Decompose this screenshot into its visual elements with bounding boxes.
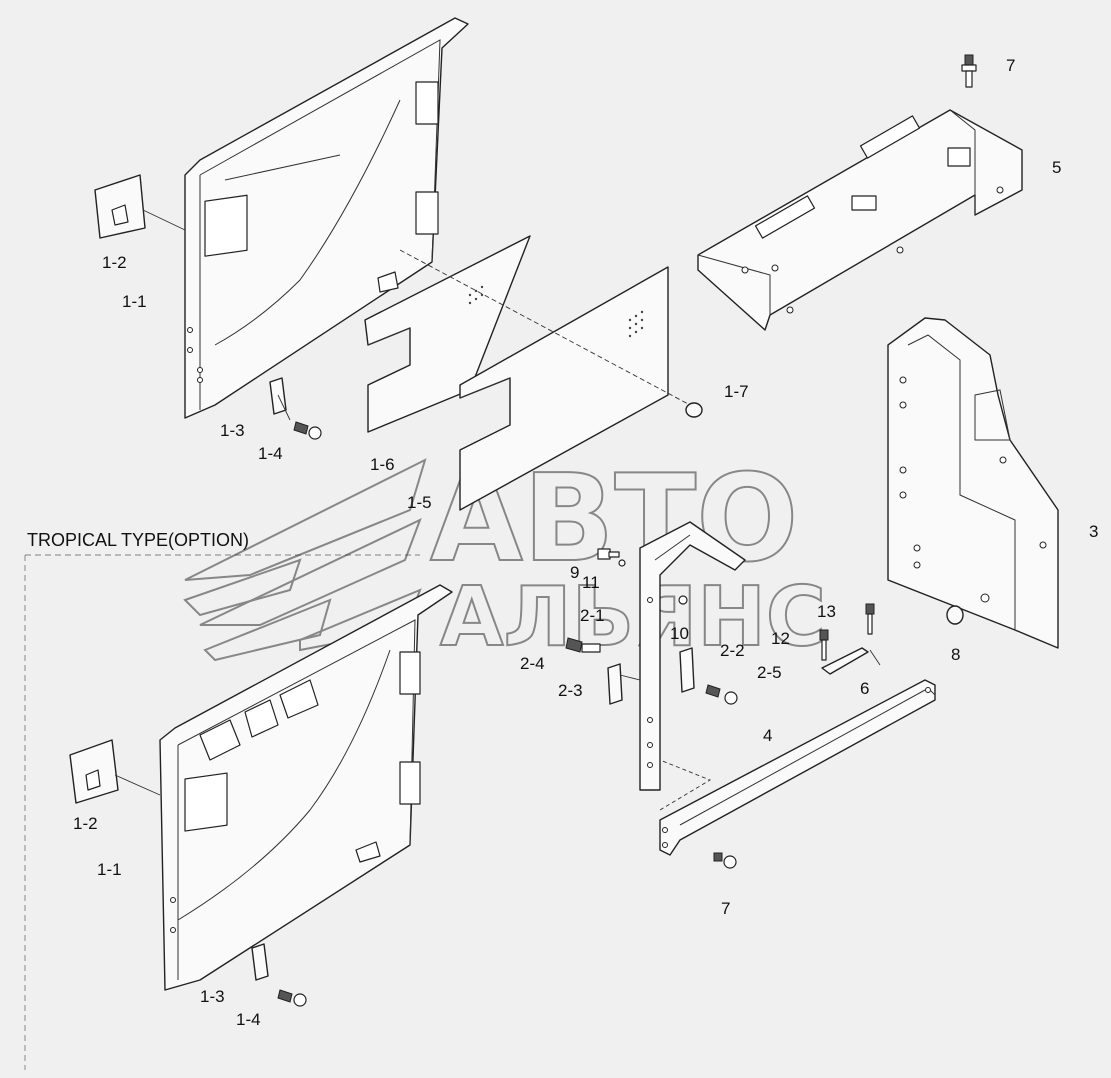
section-title: TROPICAL TYPE(OPTION): [27, 530, 249, 550]
bracket-6: [821, 647, 881, 675]
frame-3: [887, 317, 1059, 649]
callout-13: 13: [817, 602, 836, 621]
callout-top-1-3: 1-3: [220, 421, 245, 440]
bolt-7-top: [961, 54, 977, 88]
grommet-1-7: [685, 402, 703, 418]
callout-top-1-4: 1-4: [258, 444, 283, 463]
bar-4: [659, 679, 936, 856]
callout-2-2: 2-2: [720, 641, 745, 660]
callout-2-1: 2-1: [580, 606, 605, 625]
panel-1-6: [364, 235, 531, 433]
callout-10: 10: [670, 624, 689, 643]
bolt-2-5: [705, 684, 738, 705]
callout-7-top: 7: [1006, 56, 1015, 75]
callout-1-5: 1-5: [407, 493, 432, 512]
callout-top-1-2: 1-2: [102, 253, 127, 272]
bolt-9: [597, 548, 620, 560]
bracket-5: [697, 109, 1023, 331]
bolt-12: [819, 629, 829, 661]
callout-7-bottom: 7: [721, 899, 730, 918]
callout-2-4: 2-4: [520, 654, 545, 673]
callout-11: 11: [582, 573, 600, 592]
callout-1-6: 1-6: [370, 455, 395, 474]
bolt-2-4: [565, 637, 601, 653]
watermark-line-2: АЛЬЯНС: [440, 570, 826, 665]
callout-9: 9: [570, 563, 579, 582]
callout-2-5: 2-5: [757, 663, 782, 682]
callout-5: 5: [1052, 158, 1061, 177]
tropical-section-line: [24, 554, 420, 1070]
bolt-7-bottom: [713, 852, 737, 869]
top-side-door: [184, 17, 469, 419]
callout-2-3: 2-3: [558, 681, 583, 700]
callout-3: 3: [1089, 522, 1098, 541]
callout-bottom-1-2: 1-2: [73, 814, 98, 833]
callout-bottom-1-3: 1-3: [200, 987, 225, 1006]
callout-top-1-1: 1-1: [122, 292, 147, 311]
callout-6: 6: [860, 679, 869, 698]
grommet-8: [946, 605, 964, 625]
callout-bottom-1-4: 1-4: [236, 1010, 261, 1029]
bottom-door-bolt-1-4: [277, 989, 307, 1007]
bottom-side-door: [159, 584, 453, 991]
callout-bottom-1-1: 1-1: [97, 860, 122, 879]
callout-8: 8: [951, 645, 960, 664]
top-door-bracket-1-3: [269, 377, 291, 421]
bracket-2-1: [639, 521, 746, 791]
bottom-door-bracket-1-3: [251, 943, 269, 981]
callout-4: 4: [763, 726, 772, 745]
clip-2-3: [607, 663, 641, 705]
bottom-door-latch-1-2: [69, 739, 161, 804]
panel-1-5: [399, 249, 691, 511]
washer-11: [618, 559, 626, 567]
washer-10: [678, 595, 688, 605]
callout-12: 12: [771, 629, 790, 648]
callout-1-7: 1-7: [724, 382, 749, 401]
top-door-latch-1-2: [94, 174, 186, 239]
top-door-bolt-1-4: [293, 421, 322, 440]
clip-2-2: [679, 647, 695, 693]
bolt-13: [865, 603, 875, 635]
